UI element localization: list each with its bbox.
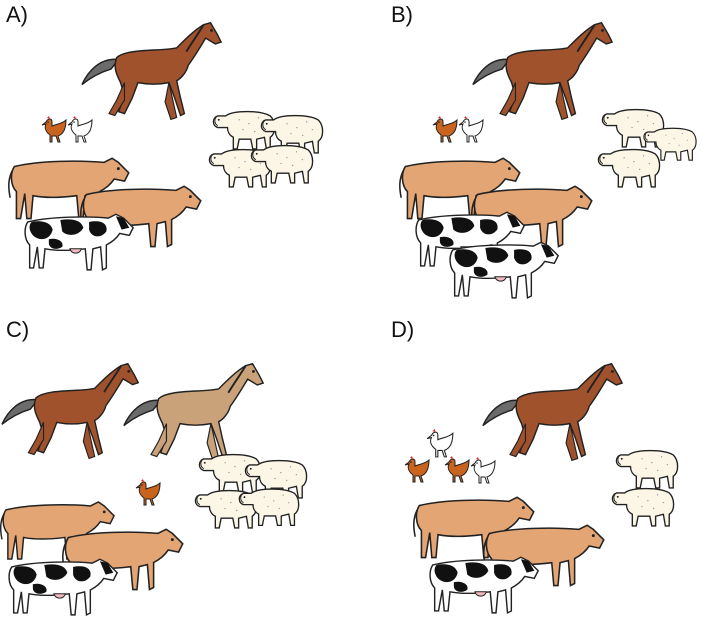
horse-icon	[80, 21, 223, 121]
panel-c: C)	[0, 315, 351, 630]
hen-icon	[404, 455, 430, 483]
animal-scene	[404, 362, 679, 614]
animal-scene	[8, 21, 324, 271]
panel-label: D)	[391, 317, 415, 342]
horse-icon	[0, 362, 140, 460]
animal-scene	[399, 21, 697, 299]
holstein-cow-icon	[8, 558, 118, 616]
hen-icon	[432, 116, 458, 143]
hen-icon	[41, 116, 67, 143]
animal-scene	[0, 362, 308, 616]
holstein-cow-icon	[449, 241, 559, 299]
sheep-icon	[615, 449, 679, 489]
holstein-cow-icon	[429, 556, 539, 614]
sheep-icon	[597, 148, 661, 188]
panel-label: B)	[391, 2, 413, 27]
sheep-icon	[611, 487, 675, 527]
panel-a: A)	[0, 0, 351, 315]
hen-icon	[426, 429, 454, 458]
panel-label: A)	[6, 2, 28, 27]
horse-icon	[481, 362, 624, 462]
hen-icon	[67, 116, 93, 143]
hen-icon	[470, 457, 496, 484]
hen-icon	[444, 455, 470, 483]
horse-icon	[122, 362, 265, 462]
panel-d: D)	[351, 315, 702, 630]
panel-b: B)	[351, 0, 702, 315]
hen-icon	[458, 116, 484, 143]
holstein-cow-icon	[24, 213, 134, 271]
panel-label: C)	[6, 317, 30, 342]
hen-icon	[135, 479, 161, 506]
horse-icon	[471, 21, 614, 121]
